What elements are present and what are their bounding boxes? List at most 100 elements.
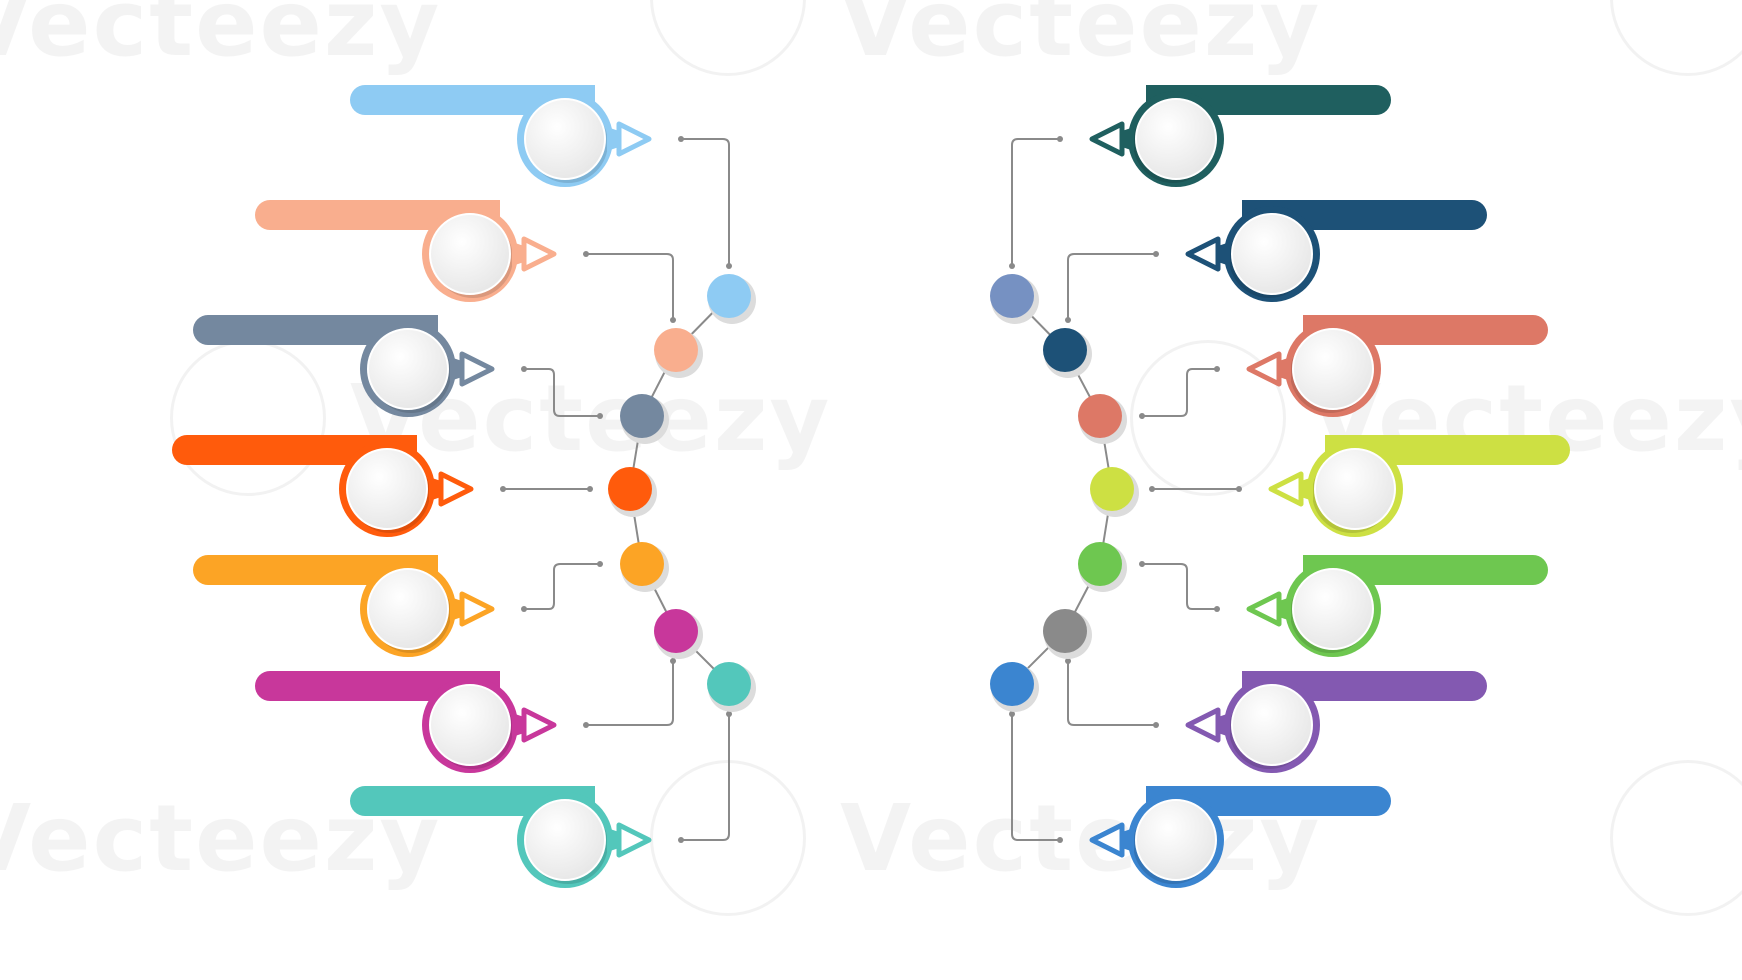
right-node-5 (1078, 542, 1127, 592)
right-step-neck (1301, 477, 1313, 501)
connector-endpoint (597, 561, 603, 567)
right-node-6 (1043, 609, 1092, 659)
right-step-bar (1272, 671, 1487, 701)
left-node-dot (654, 328, 698, 372)
connector-endpoint (1214, 606, 1220, 612)
left-step-bubble (367, 328, 449, 410)
connector-line (524, 368, 600, 417)
left-step-neck (607, 828, 619, 852)
left-node-3 (620, 394, 669, 444)
right-step-neck (1122, 127, 1134, 151)
right-step-bar (1333, 315, 1548, 345)
right-step-2 (1185, 200, 1487, 302)
right-step-3 (1246, 315, 1548, 417)
left-step-arrow-icon (616, 121, 652, 157)
left-step-bubble (367, 568, 449, 650)
right-step-arrow-icon (1246, 351, 1282, 387)
left-step-bubble (429, 213, 511, 295)
right-step-bubble (1292, 568, 1374, 650)
left-step-bar (350, 786, 565, 816)
left-step-arrow-icon (459, 351, 495, 387)
connector-endpoint (521, 366, 527, 372)
connector-endpoint (521, 606, 527, 612)
right-node-dot (1078, 394, 1122, 438)
left-step-2 (255, 200, 557, 302)
right-step-bubble (1135, 98, 1217, 180)
connector-endpoint (1057, 837, 1063, 843)
right-step-neck (1122, 828, 1134, 852)
right-node-dot (1078, 542, 1122, 586)
right-node-1 (990, 274, 1039, 324)
left-step-7 (350, 786, 652, 888)
left-step-bubble (346, 448, 428, 530)
right-step-neck (1279, 597, 1291, 621)
right-node-dot (990, 274, 1034, 318)
connector-endpoint (587, 486, 593, 492)
connector-endpoint (583, 251, 589, 257)
connector-line (586, 253, 674, 320)
right-step-bubble (1292, 328, 1374, 410)
watermark-logo (1130, 340, 1286, 496)
right-step-neck (1218, 242, 1230, 266)
left-step-bubble (429, 684, 511, 766)
right-step-bar (1333, 555, 1548, 585)
connector-line (1067, 661, 1156, 726)
right-step-arrow-icon (1268, 471, 1304, 507)
left-step-5 (193, 555, 495, 657)
right-step-7 (1089, 786, 1391, 888)
connector-endpoint (726, 263, 732, 269)
right-node-dot (1043, 609, 1087, 653)
right-step-bubble (1135, 799, 1217, 881)
left-node-6 (654, 609, 703, 659)
left-step-neck (512, 713, 524, 737)
left-step-arrow-icon (616, 822, 652, 858)
left-step-6 (255, 671, 557, 773)
right-step-6 (1185, 671, 1487, 773)
left-node-1 (707, 274, 756, 324)
right-step-bar (1355, 435, 1570, 465)
left-step-bar (193, 315, 408, 345)
right-node-dot (990, 662, 1034, 706)
left-step-neck (607, 127, 619, 151)
right-step-1 (1089, 85, 1391, 187)
connector-line (1011, 714, 1060, 841)
connector-endpoint (670, 658, 676, 664)
connector-endpoint (583, 722, 589, 728)
right-step-neck (1279, 357, 1291, 381)
left-step-neck (512, 242, 524, 266)
left-node-7 (707, 662, 756, 712)
right-step-5 (1246, 555, 1548, 657)
left-node-dot (620, 542, 664, 586)
connector-endpoint (1065, 317, 1071, 323)
connector-line (681, 138, 730, 266)
right-step-arrow-icon (1089, 822, 1125, 858)
right-step-bar (1272, 200, 1487, 230)
right-step-bubble (1314, 448, 1396, 530)
connector-endpoint (1009, 711, 1015, 717)
connector-endpoint (1214, 366, 1220, 372)
connector-endpoint (726, 711, 732, 717)
connector-line (586, 661, 674, 726)
left-step-bar (255, 671, 470, 701)
connector-endpoint (1153, 722, 1159, 728)
right-node-2 (1043, 328, 1092, 378)
connector-endpoint (500, 486, 506, 492)
connector-line (1142, 368, 1217, 417)
watermark-logo (1610, 760, 1742, 916)
left-node-5 (620, 542, 669, 592)
connector-endpoint (1057, 136, 1063, 142)
connector-line (524, 563, 600, 610)
connector-line (681, 714, 730, 841)
connector-endpoint (597, 413, 603, 419)
connector-line (1142, 563, 1217, 610)
right-node-dot (1043, 328, 1087, 372)
left-node-dot (707, 274, 751, 318)
left-node-4 (608, 467, 657, 517)
left-step-neck (429, 477, 441, 501)
timeline-nodes (608, 274, 1139, 712)
connector-endpoint (1139, 561, 1145, 567)
left-step-3 (193, 315, 495, 417)
connector-line (1011, 138, 1060, 266)
right-node-dot (1090, 467, 1134, 511)
